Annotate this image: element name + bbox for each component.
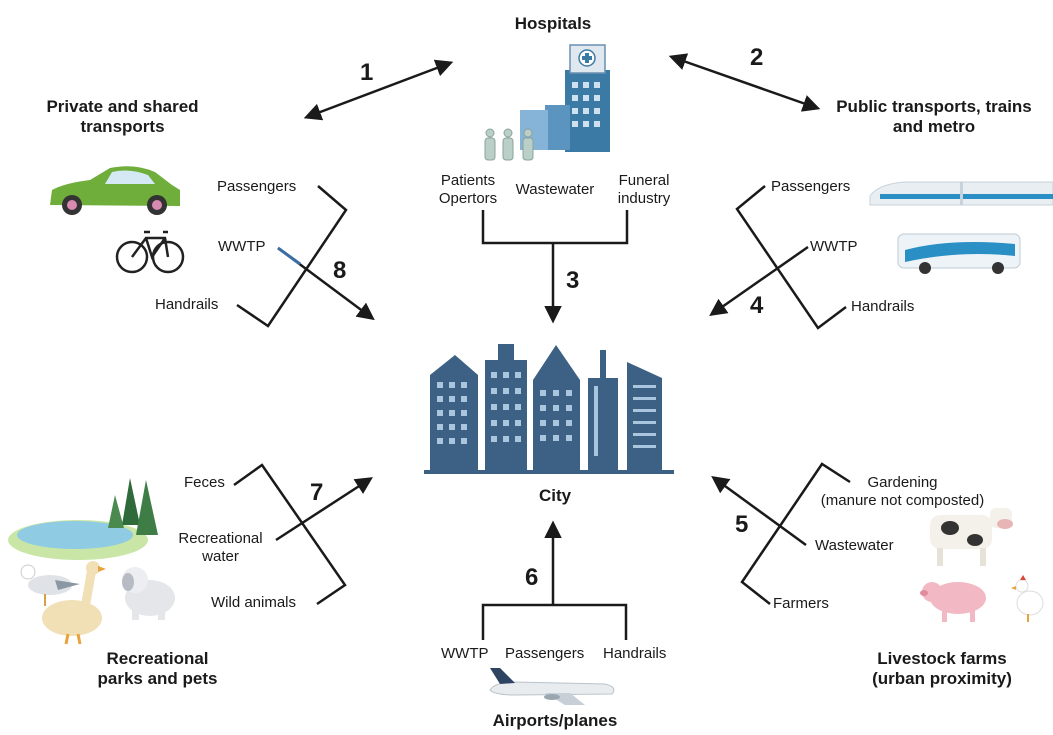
route-number-6: 6 (525, 564, 539, 591)
hospital-input-patients: Patients Opertors (428, 172, 508, 208)
city-title: City (538, 486, 572, 505)
airport-input-passengers: Passengers (505, 645, 585, 662)
pig-icon (920, 582, 986, 622)
recreational-input-water: Recreational water (168, 530, 273, 566)
livestock-bracket (740, 462, 851, 605)
livestock-title-line2: (urban proximity) (872, 669, 1012, 688)
public-transports-title-line2: and metro (892, 117, 976, 136)
route-5-arrow (711, 475, 807, 547)
public-transports-title-line1: Public transports, trains (836, 97, 1032, 116)
public-input-handrails: Handrails (851, 298, 915, 315)
seagull-icon (20, 564, 80, 606)
route-number-1: 1 (360, 59, 374, 86)
public-input-wwtp: WWTP (810, 238, 858, 255)
private-input-wwtp: WWTP (218, 238, 266, 255)
recreational-input-water-line2: water (202, 548, 239, 565)
hospital-input-funeral: Funeral industry (605, 172, 683, 208)
livestock-input-gardening-line1: Gardening (867, 474, 938, 491)
private-input-passengers: Passengers (217, 178, 297, 195)
airplane-icon (489, 668, 615, 705)
route-number-5: 5 (735, 511, 749, 538)
airport-bracket (481, 603, 628, 640)
route-number-3: 3 (566, 267, 580, 294)
route-7-arrow (275, 477, 373, 542)
hospital-input-patients-line2: Opertors (438, 190, 498, 207)
cow-icon (930, 508, 1013, 566)
livestock-input-farmers: Farmers (773, 595, 829, 612)
recreational-title-line2: parks and pets (97, 669, 218, 688)
route-number-7: 7 (310, 479, 324, 506)
private-transports-title-line1: Private and shared (46, 97, 199, 116)
recreational-title: Recreational parks and pets (70, 649, 245, 689)
livestock-input-wastewater: Wastewater (815, 537, 894, 554)
recreational-input-animals: Wild animals (211, 594, 297, 611)
wwtp-private-highlight (277, 246, 301, 266)
livestock-title: Livestock farms (urban proximity) (842, 649, 1042, 689)
airport-input-handrails: Handrails (603, 645, 667, 662)
recreational-bracket (233, 463, 347, 606)
hospital-building-icon (520, 44, 610, 152)
hospital-input-funeral-line2: industry (617, 190, 671, 207)
public-input-passengers: Passengers (771, 178, 851, 195)
train-icon (869, 181, 1053, 206)
lake-trees-icon (8, 478, 158, 560)
private-bracket (236, 185, 348, 328)
private-transports-title: Private and shared transports (20, 97, 225, 137)
hospital-input-patients-line1: Patients (440, 172, 496, 189)
bus-icon (897, 233, 1021, 274)
route-number-8: 8 (333, 257, 347, 284)
car-icon (50, 166, 180, 215)
hospital-input-wastewater: Wastewater (515, 181, 595, 198)
route-number-2: 2 (750, 44, 764, 71)
dog-icon (122, 567, 175, 620)
recreational-input-water-line1: Recreational (178, 530, 263, 547)
route-4-arrow (709, 245, 809, 317)
public-transports-title: Public transports, trains and metro (820, 97, 1048, 137)
route-2-arrow (668, 53, 821, 112)
airport-input-wwtp: WWTP (441, 645, 489, 662)
route-1-arrow (303, 59, 454, 121)
hospitals-title: Hospitals (514, 14, 592, 33)
private-input-handrails: Handrails (155, 296, 219, 313)
hospital-bracket (481, 210, 629, 245)
bicycle-icon (115, 230, 185, 274)
livestock-input-gardening: Gardening (manure not composted) (800, 474, 1005, 510)
livestock-input-gardening-line2: (manure not composted) (820, 492, 985, 509)
route-number-4: 4 (750, 292, 764, 319)
goose-icon (42, 561, 106, 645)
recreational-title-line1: Recreational (106, 649, 209, 668)
private-transports-title-line2: transports (80, 117, 165, 136)
airports-title: Airports/planes (492, 711, 618, 730)
city-skyline-icon (424, 344, 674, 474)
chicken-icon (1011, 575, 1044, 622)
hospital-input-funeral-line1: Funeral (618, 172, 670, 189)
livestock-title-line1: Livestock farms (877, 649, 1007, 668)
recreational-input-feces: Feces (184, 474, 225, 491)
medical-staff-icon (484, 128, 534, 161)
